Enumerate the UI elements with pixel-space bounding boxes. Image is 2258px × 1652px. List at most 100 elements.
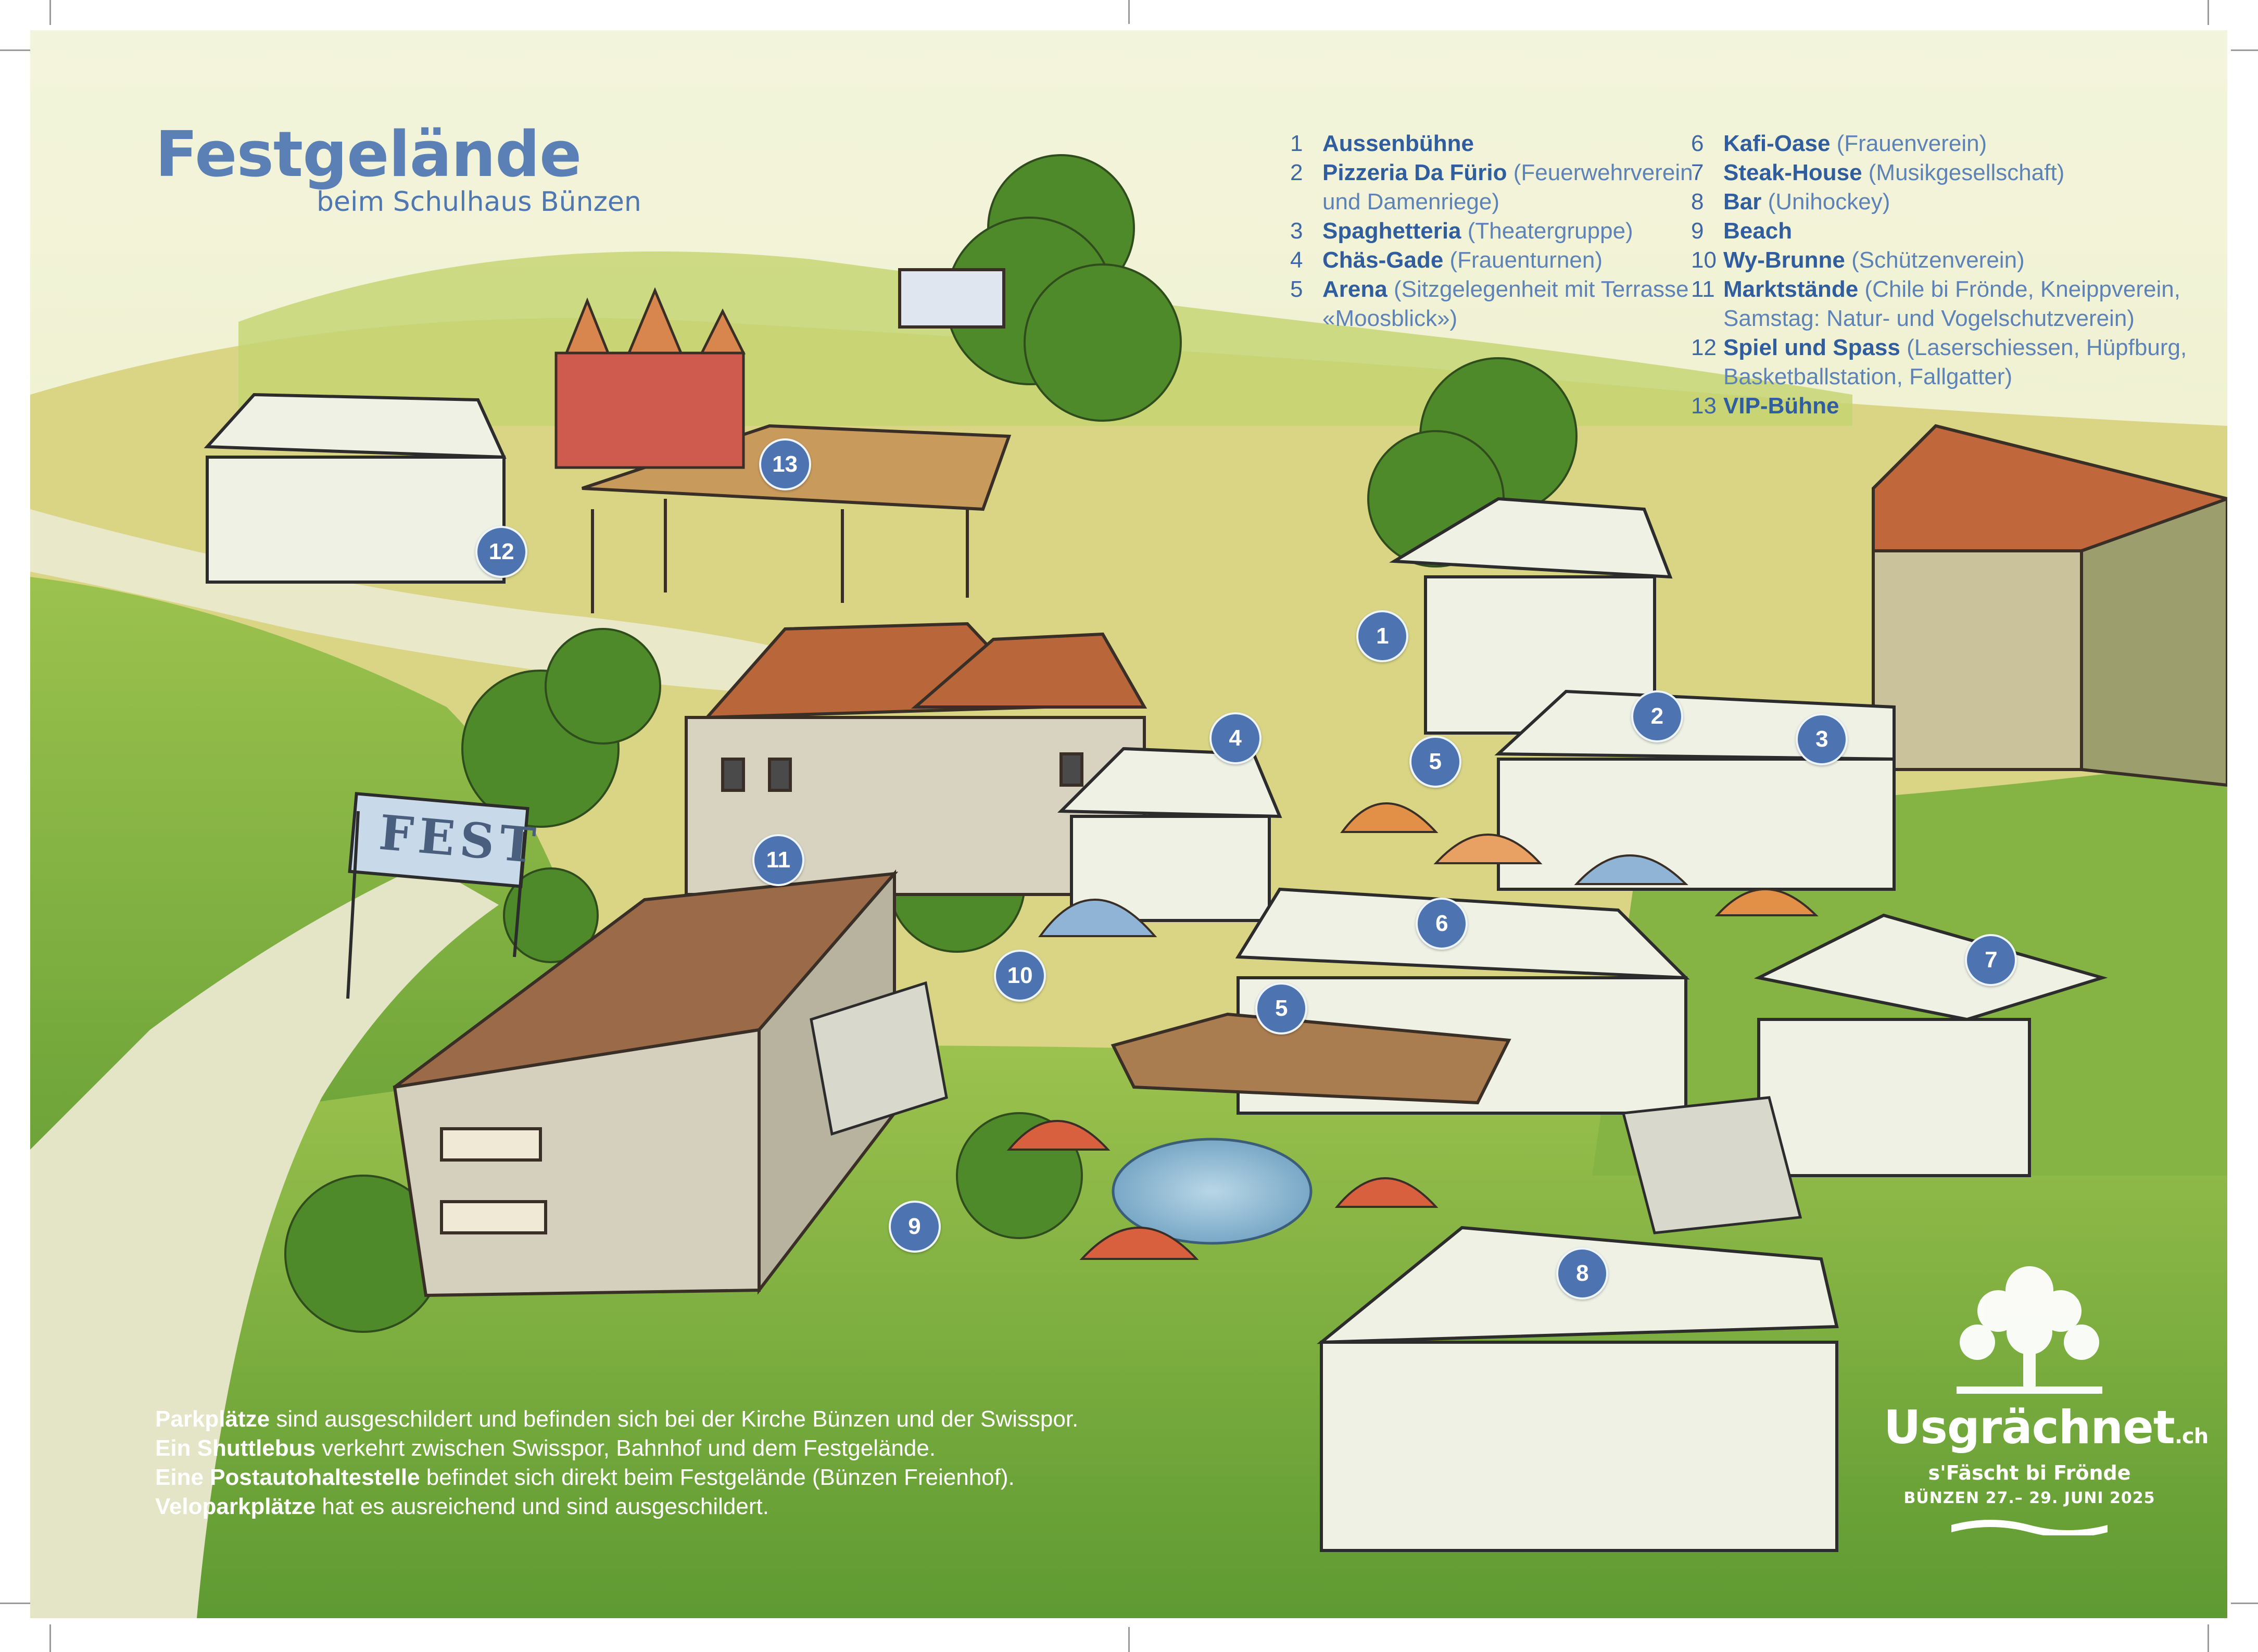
legend-text: Marktstände (Chile bi Frönde, Kneippvere… — [1723, 275, 2201, 333]
crop-mark — [1128, 1627, 1130, 1652]
info-line-text: befindet sich direkt beim Festgelände (B… — [420, 1465, 1015, 1490]
legend-name: VIP-Bühne — [1723, 393, 1839, 419]
info-line: Veloparkplätze hat es ausreichend und si… — [155, 1492, 1196, 1521]
crop-mark — [2231, 49, 2258, 51]
map-marker-12[interactable]: 12 — [475, 525, 528, 578]
legend-item: 9 Beach — [1691, 217, 2201, 246]
legend-name: Pizzeria Da Fürio — [1322, 160, 1507, 185]
info-line-text: verkehrt zwischen Swisspor, Bahnhof und … — [316, 1435, 936, 1461]
umbrellas — [1006, 802, 1819, 1260]
legend-detail: (Feuerwehrverein und Damenriege) — [1322, 160, 1693, 215]
legend-name: Marktstände — [1723, 276, 1859, 302]
legend-number: 9 — [1691, 218, 1704, 244]
legend-number: 12 — [1691, 335, 1717, 360]
info-line-bold: Parkplätze — [155, 1406, 270, 1432]
legend-detail: (Schützenverein) — [1851, 247, 2025, 273]
legend-text: Pizzeria Da Fürio (Feuerwehrverein und D… — [1322, 158, 1717, 217]
legend-item: 2 Pizzeria Da Fürio (Feuerwehrverein und … — [1290, 158, 1717, 217]
legend-detail: (Sitzgelegenheit mit Terrasse «Moosblick… — [1322, 276, 1689, 331]
crop-mark — [0, 49, 32, 51]
map-marker-4[interactable]: 4 — [1209, 712, 1262, 765]
legend-detail: (Unihockey) — [1768, 189, 1890, 215]
legend-detail: (Frauenturnen) — [1449, 247, 1603, 273]
info-line-text: hat es ausreichend und sind ausgeschilde… — [316, 1494, 769, 1519]
crop-mark — [0, 1603, 32, 1604]
bouncy-castle — [554, 287, 746, 469]
legend-name: Steak-House — [1723, 160, 1862, 185]
map-marker-8[interactable]: 8 — [1556, 1247, 1609, 1300]
legend-number: 5 — [1290, 276, 1303, 302]
legend-number: 6 — [1691, 131, 1704, 156]
info-line: Parkplätze sind ausgeschildert und befin… — [155, 1405, 1196, 1434]
barn — [1872, 424, 2227, 787]
legend-detail: (Chile bi Frönde, Kneippverein, Samstag:… — [1723, 276, 2180, 331]
brand-tree-art — [1957, 1266, 2102, 1394]
map-marker-9[interactable]: 9 — [888, 1201, 941, 1253]
legend-number: 10 — [1691, 247, 1717, 273]
legend-name: Spiel und Spass — [1723, 335, 1900, 360]
legend-detail: (Laserschiessen, Hüpfburg, Basketballsta… — [1723, 335, 2187, 389]
crop-mark — [2207, 0, 2209, 25]
crop-mark — [1128, 0, 1130, 24]
terrace-deck — [1111, 1012, 1511, 1105]
info-line-text: sind ausgeschildert und befinden sich be… — [270, 1406, 1079, 1432]
page-subtitle: beim Schulhaus Bünzen — [317, 186, 641, 218]
map-marker-5[interactable]: 5 — [1255, 982, 1308, 1035]
map-marker-3[interactable]: 3 — [1796, 713, 1848, 765]
legend-text: Aussenbühne — [1322, 129, 1717, 158]
brand-logo: Usgrächnet.ch s'Fäscht bi Frönde BÜNZEN … — [1884, 1243, 2209, 1535]
legend-item: 11 Marktstände (Chile bi Frönde, Kneippve… — [1691, 275, 2201, 333]
map-marker-7[interactable]: 7 — [1965, 934, 2017, 986]
info-line-bold: Ein Shuttlebus — [155, 1435, 316, 1461]
legend-name: Chäs-Gade — [1322, 247, 1444, 273]
legend-name: Beach — [1723, 218, 1793, 244]
legend-name: Arena — [1322, 276, 1387, 302]
legend-text: Spaghetteria (Theatergruppe) — [1322, 217, 1717, 246]
legend-number: 4 — [1290, 247, 1303, 273]
map-marker-1[interactable]: 1 — [1356, 610, 1409, 662]
brand-name: Usgrächnet.ch — [1884, 1401, 2209, 1454]
legend-text: Spiel und Spass (Laserschiessen, Hüpfbur… — [1723, 333, 2201, 392]
map-marker-5[interactable]: 5 — [1409, 735, 1461, 788]
legend-detail: (Musikgesellschaft) — [1868, 160, 2065, 185]
legend-item: 6 Kafi-Oase (Frauenverein) — [1691, 129, 2201, 158]
info-line-bold: Eine Postautohaltestelle — [155, 1465, 420, 1490]
legend-number: 11 — [1691, 276, 1715, 302]
legend-item: 4 Chäs-Gade (Frauenturnen) — [1290, 246, 1717, 275]
walking-path — [30, 863, 499, 1618]
map-marker-10[interactable]: 10 — [994, 950, 1046, 1002]
map-marker-6[interactable]: 6 — [1416, 897, 1468, 950]
legend-number: 2 — [1290, 160, 1303, 185]
legend-text: Steak-House (Musikgesellschaft) — [1723, 158, 2201, 187]
tree-logo-icon — [1884, 1243, 2175, 1399]
info-line-bold: Veloparkplätze — [155, 1494, 316, 1519]
legend-text: VIP-Bühne — [1723, 392, 2201, 421]
map-marker-2[interactable]: 2 — [1631, 690, 1683, 742]
legend-text: Arena (Sitzgelegenheit mit Terrasse «Moo… — [1322, 275, 1717, 333]
legend-text: Wy-Brunne (Schützenverein) — [1723, 246, 2201, 275]
crop-mark — [2207, 1624, 2209, 1652]
legend-name: Kafi-Oase — [1723, 131, 1831, 156]
brand-tagline: s'Fäscht bi Frönde — [1928, 1461, 2131, 1484]
legend-number: 8 — [1691, 189, 1704, 215]
legend-detail: (Frauenverein) — [1836, 131, 1987, 156]
crop-mark — [2231, 1603, 2258, 1604]
map-marker-13[interactable]: 13 — [759, 438, 811, 491]
info-line: Ein Shuttlebus verkehrt zwischen Swisspo… — [155, 1434, 1196, 1463]
info-block: Parkplätze sind ausgeschildert und befin… — [155, 1405, 1196, 1521]
legend-text: Kafi-Oase (Frauenverein) — [1723, 129, 2201, 158]
map-marker-11[interactable]: 11 — [752, 834, 804, 886]
crop-mark — [49, 0, 51, 25]
map-illustration — [30, 30, 2227, 1618]
legend-name: Spaghetteria — [1322, 218, 1461, 244]
legend-detail: (Theatergruppe) — [1467, 218, 1633, 244]
legend-number: 1 — [1290, 131, 1303, 156]
wave-icon — [1951, 1520, 2108, 1535]
stairs — [810, 981, 1802, 1234]
